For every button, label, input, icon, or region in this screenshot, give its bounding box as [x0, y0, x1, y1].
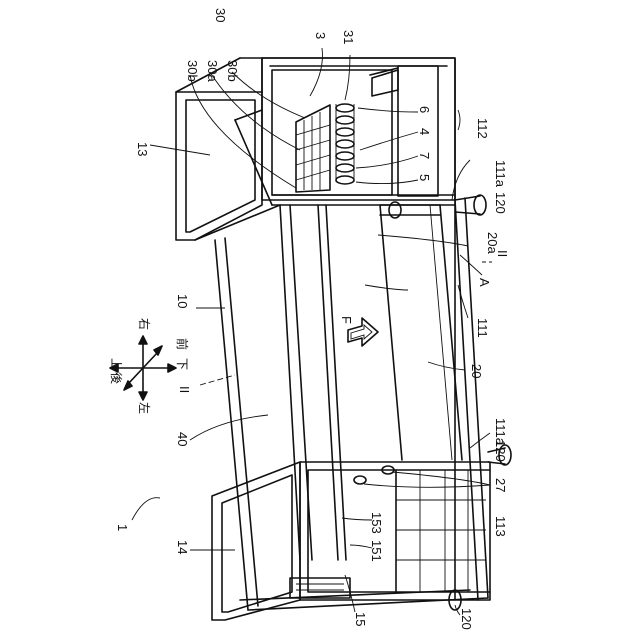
label-A: A	[477, 278, 492, 287]
label-30: 30	[213, 8, 228, 22]
label-30b-b: 30b	[225, 60, 240, 82]
label-31: 31	[341, 30, 356, 44]
label-151: 151	[369, 540, 384, 562]
label-15: 15	[353, 612, 368, 626]
direction-down: 下	[175, 358, 189, 370]
direction-left: 左	[137, 402, 152, 414]
direction-labels: 上 下 左 右 前 後	[109, 318, 190, 414]
label-6: 6	[417, 106, 432, 113]
label-120-bottom: 120	[459, 608, 474, 630]
label-20: 20	[469, 364, 484, 378]
label-120-mid: 120	[493, 440, 508, 462]
nozzle-column	[336, 104, 354, 184]
direction-up: 上	[109, 358, 123, 370]
direction-rear: 後	[109, 372, 123, 384]
label-F: F	[339, 316, 354, 324]
label-14: 14	[175, 540, 190, 554]
label-113: 113	[493, 516, 508, 537]
label-111a-top: 111a	[493, 160, 508, 188]
label-27: 27	[493, 478, 508, 492]
label-5: 5	[417, 174, 432, 181]
print-heads	[296, 104, 354, 192]
box-13	[176, 58, 280, 240]
label-1: 1	[115, 524, 130, 531]
direction-right: 右	[137, 318, 152, 330]
platen-roller	[380, 195, 486, 218]
label-II-right: II	[495, 250, 510, 257]
label-30a: 30a	[205, 60, 220, 82]
label-112: 112	[475, 118, 490, 139]
label-3: 3	[313, 32, 328, 39]
label-13: 13	[135, 142, 150, 156]
label-120-top: 120	[493, 192, 508, 214]
label-II-left: II	[177, 386, 192, 393]
reference-labels: 30b 30a 30b 30 3 31 6 4 7 5 112 111a 120…	[115, 8, 510, 630]
direction-front: 前	[175, 338, 190, 350]
label-4: 4	[417, 128, 432, 135]
label-153: 153	[369, 512, 384, 534]
label-40: 40	[175, 432, 190, 446]
label-10: 10	[175, 294, 190, 308]
label-30b-a: 30b	[185, 60, 200, 82]
label-111: 111	[475, 318, 490, 338]
label-7: 7	[417, 152, 432, 159]
